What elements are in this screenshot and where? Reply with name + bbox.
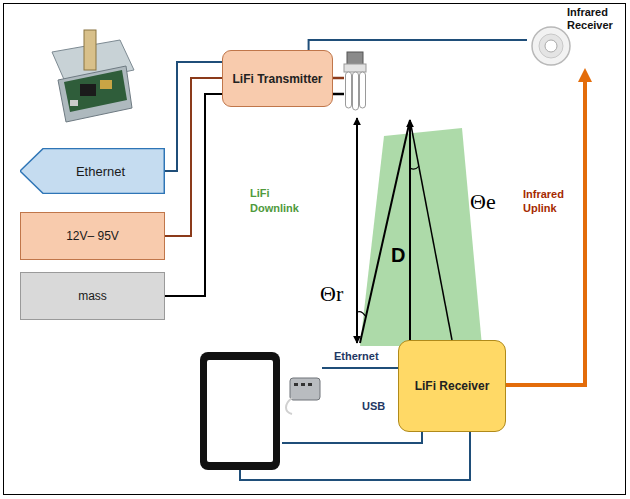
node-text: Infrared Receiver [567, 6, 619, 32]
angle-label: Θe [470, 190, 496, 214]
ground-wire [333, 93, 344, 96]
bulb-collar [344, 64, 366, 72]
beam-label: LiFi Downlink [250, 186, 306, 216]
node-text: Ethernet [76, 164, 125, 179]
usb-wire [240, 432, 470, 480]
tablet-screen [207, 360, 273, 462]
usb-hub [290, 378, 320, 400]
distance-label: D [391, 244, 405, 266]
bulb-tube [346, 72, 352, 108]
angle-label: Θr [320, 282, 343, 306]
angle-arc [357, 312, 366, 317]
light-beam [360, 128, 482, 346]
antenna [84, 30, 96, 70]
connector [506, 74, 585, 385]
ethernet-arrow: Ethernet [20, 148, 165, 194]
arrow-fill [20, 148, 164, 193]
ground-box: mass [20, 272, 165, 320]
bulb-base [347, 52, 363, 65]
usb-wire [282, 432, 422, 443]
distance-line [360, 120, 410, 343]
emission-line [410, 120, 452, 340]
node-text: LiFi Receiver [415, 379, 490, 393]
circuit-board [64, 70, 127, 112]
hub-port [294, 383, 298, 386]
angle-arc [410, 166, 419, 169]
power-box: 12V– 95V [20, 212, 165, 260]
height-arrow [356, 118, 358, 343]
sensor-dome [545, 40, 557, 52]
node-text: 12V– 95V [66, 229, 119, 243]
connector [165, 94, 222, 296]
vertical-line [409, 120, 411, 340]
port-label: USB [362, 400, 385, 413]
tablet [200, 352, 280, 470]
connector [70, 100, 78, 106]
chip [80, 84, 96, 96]
edge-label: Infrared Uplink [523, 187, 575, 215]
infrared-receiver: Infrared Receiver [527, 6, 619, 68]
port-label: Ethernet [334, 350, 379, 363]
node-text: mass [78, 289, 107, 303]
hub-cable [286, 398, 292, 414]
hub-port [308, 383, 312, 386]
ethernet-wire [322, 367, 398, 369]
connector [309, 40, 527, 50]
outer-frame [4, 4, 626, 495]
power-wire [333, 77, 344, 80]
transmitter-box: LiFi Transmitter [222, 50, 333, 107]
node-text: LiFi Transmitter [232, 72, 322, 86]
bulb-tube [353, 72, 359, 110]
sensor-ring [539, 34, 563, 58]
receiver-box: LiFi Receiver [398, 340, 506, 432]
module [100, 80, 112, 89]
hub-port [301, 383, 305, 386]
connector [165, 78, 222, 236]
bulb-tube [360, 72, 366, 108]
sensor-housing [532, 27, 570, 65]
case-body [58, 66, 132, 122]
photo-ground [46, 14, 138, 132]
